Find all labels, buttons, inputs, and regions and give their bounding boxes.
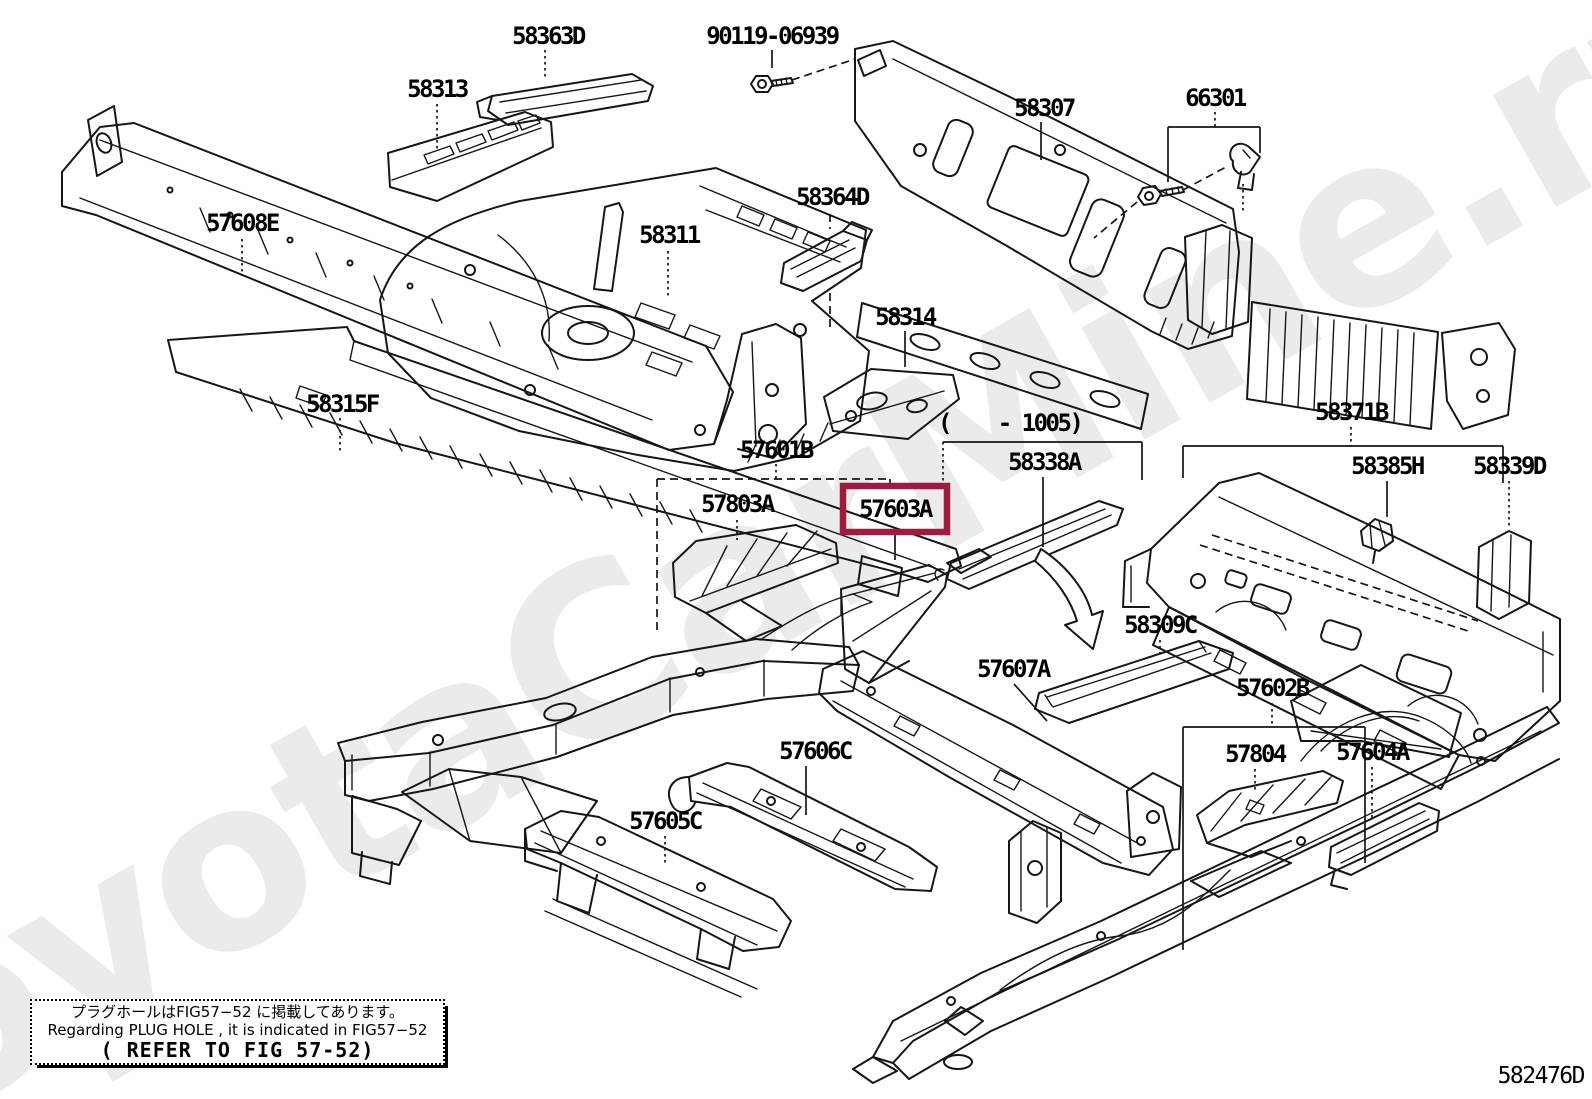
part-label-57804[interactable]: 57804	[1225, 740, 1289, 768]
note-line-refer: ( REFER TO FIG 57-52)	[100, 1037, 375, 1062]
part-art-66301	[1137, 142, 1261, 206]
part-label-58371B[interactable]: 58371B	[1315, 398, 1391, 426]
part-art-57605c	[524, 810, 792, 998]
part-label-57602B[interactable]: 57602B	[1236, 674, 1312, 702]
part-label-58363D[interactable]: 58363D	[512, 22, 588, 50]
part-label-58309C[interactable]: 58309C	[1124, 611, 1199, 639]
part-art-57607a	[818, 650, 1174, 876]
part-art-58313	[387, 111, 554, 202]
part-label-66301[interactable]: 66301	[1185, 84, 1249, 112]
figure-code: 582476D	[1497, 1063, 1586, 1089]
part-art-57608e	[61, 105, 807, 459]
part-label-58338A[interactable]: 58338A	[1008, 448, 1085, 476]
part-art-57604a	[1328, 802, 1440, 890]
part-label-57603A[interactable]: 57603A	[859, 495, 936, 523]
part-label-58307[interactable]: 58307	[1014, 94, 1077, 122]
part-label-57604A[interactable]: 57604A	[1336, 738, 1413, 766]
part-art-57804	[1196, 770, 1344, 858]
part-label-58313[interactable]: 58313	[407, 75, 470, 103]
part-label-57803A[interactable]: 57803A	[701, 490, 778, 518]
part-art-57606c	[668, 762, 938, 892]
part-art-rear-side-member	[852, 664, 1560, 1084]
part-label-57608E[interactable]: 57608E	[206, 209, 281, 237]
part-art-58309c	[1034, 640, 1234, 724]
part-label-57605C[interactable]: 57605C	[629, 807, 704, 835]
part-art-58315f	[167, 326, 962, 597]
part-art-58307	[854, 40, 1240, 350]
plug-hole-note-box: プラグホールはFIG57−52 に掲載してあります。 Regarding PLU…	[30, 999, 445, 1065]
part-art-57803a	[672, 524, 839, 642]
part-label-58315F[interactable]: 58315F	[306, 390, 382, 418]
part-art-58385h	[1360, 518, 1394, 564]
part-art-58339d	[1476, 530, 1532, 620]
leader-lines	[241, 50, 1510, 950]
flow-arrow-icon	[1034, 548, 1104, 650]
diagram-line-art	[61, 40, 1561, 1084]
part-label-58385H[interactable]: 58385H	[1351, 452, 1426, 480]
part-label-57601B[interactable]: 57601B	[740, 436, 816, 464]
note-line-english: Regarding PLUG HOLE , it is indicated in…	[47, 1020, 428, 1039]
bolt-icon-90119	[750, 75, 794, 93]
range-note: ( - 1005)	[938, 409, 1081, 437]
note-line-japanese: プラグホールはFIG57−52 に掲載してあります。	[71, 1002, 404, 1021]
part-label-57606C[interactable]: 57606C	[779, 737, 854, 765]
part-labels-layer: 58363D 58313 90119-06939 58307 66301 57608E 58…	[206, 22, 1549, 835]
part-label-58311[interactable]: 58311	[639, 221, 703, 249]
part-label-58364D[interactable]: 58364D	[796, 183, 872, 211]
part-label-58314[interactable]: 58314	[875, 303, 939, 331]
part-art-57603a	[840, 564, 948, 684]
part-art-58363d	[476, 73, 654, 126]
part-label-90119-06939[interactable]: 90119-06939	[706, 22, 841, 50]
part-art-58364d	[780, 221, 873, 292]
part-art-58314	[823, 368, 960, 440]
part-art-left-side-member	[337, 593, 873, 885]
part-art-58311	[379, 167, 1516, 472]
highlight-box-57603A	[839, 482, 951, 536]
part-art-58371b	[1122, 472, 1561, 790]
part-label-57607A[interactable]: 57607A	[977, 655, 1054, 683]
part-art-58338a	[934, 500, 1124, 590]
part-label-58339D[interactable]: 58339D	[1473, 452, 1549, 480]
